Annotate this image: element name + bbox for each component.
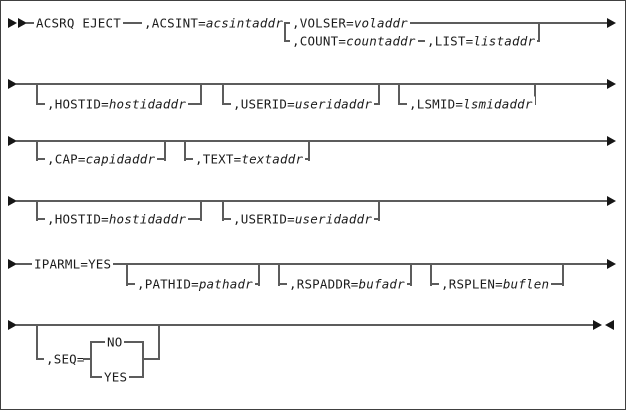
keyword-text: NO	[107, 334, 123, 350]
syntax-keyword-acsrq-eject: ACSRQ EJECT	[34, 15, 123, 31]
rail-corner	[538, 22, 540, 42]
line-start-icon	[8, 196, 17, 206]
diagram-start-icon	[18, 18, 27, 28]
variable-text: useridaddr	[294, 96, 373, 112]
rail-corner	[36, 200, 38, 221]
keyword-text: ,HOSTID=	[47, 96, 109, 112]
rail-corner	[398, 83, 400, 105]
line-start-icon	[8, 320, 17, 330]
syntax-keyword-iparml-yes: IPARML=YES	[32, 256, 114, 272]
syntax-param-pathid: ,PATHID=pathadr	[135, 276, 255, 292]
rail-corner	[36, 324, 38, 360]
syntax-choice-no: NO	[105, 334, 125, 350]
keyword-text: ,COUNT=	[292, 33, 347, 49]
syntax-keyword-seq: ,SEQ=	[44, 351, 87, 367]
syntax-param-hostid: ,HOSTID=hostidaddr	[45, 96, 189, 112]
syntax-param-count: ,COUNT=countaddr	[290, 33, 418, 49]
keyword-text: ,USERID=	[233, 211, 295, 227]
rail-corner	[200, 83, 202, 105]
rail-corner	[184, 140, 186, 161]
line-continue-icon	[607, 259, 616, 269]
rail-corner	[164, 140, 166, 161]
rail-corner	[90, 341, 92, 378]
rail-line	[36, 358, 50, 360]
rail-line	[16, 83, 608, 85]
line-continue-icon	[607, 79, 616, 89]
rail-corner	[36, 140, 38, 161]
keyword-text: ,ACSINT=	[144, 15, 206, 31]
syntax-param-userid: ,USERID=useridaddr	[231, 96, 375, 112]
rail-corner	[200, 200, 202, 221]
diagram-end-icon	[593, 320, 602, 330]
variable-text: buflen	[502, 276, 550, 292]
rail-corner	[562, 263, 564, 286]
variable-text: voladdr	[353, 15, 408, 31]
variable-text: useridaddr	[294, 211, 373, 227]
rail-corner	[258, 263, 260, 286]
rail-corner	[222, 200, 224, 221]
line-continue-icon	[607, 196, 616, 206]
keyword-text: YES	[104, 369, 128, 385]
keyword-text: ,SEQ=	[46, 351, 85, 367]
rail-corner	[430, 263, 432, 286]
rail-corner	[126, 263, 128, 286]
variable-text: textaddr	[241, 151, 304, 167]
keyword-text: ,RSPLEN=	[441, 276, 503, 292]
rail-line	[142, 358, 160, 360]
syntax-param-hostid: ,HOSTID=hostidaddr	[45, 211, 189, 227]
syntax-param-list: ,LIST=listaddr	[425, 33, 538, 49]
variable-text: hostidaddr	[108, 211, 187, 227]
rail-corner	[158, 324, 160, 360]
variable-text: lsmidaddr	[463, 96, 533, 112]
variable-text: pathadr	[198, 276, 253, 292]
rail-corner	[378, 83, 380, 105]
rail-line	[16, 324, 594, 326]
syntax-choice-yes: YES	[102, 369, 130, 385]
keyword-text: ,CAP=	[47, 151, 86, 167]
keyword-text: ,TEXT=	[195, 151, 242, 167]
line-start-icon	[8, 79, 17, 89]
line-start-icon	[8, 136, 17, 146]
rail-line	[83, 358, 92, 360]
rail-corner	[378, 200, 380, 221]
diagram-end-icon	[605, 320, 614, 330]
rail-line	[16, 263, 608, 265]
line-continue-icon	[607, 18, 616, 28]
syntax-param-lsmid: ,LSMID=lsmidaddr	[407, 96, 535, 112]
syntax-param-userid: ,USERID=useridaddr	[231, 211, 375, 227]
keyword-text: ,RSPADDR=	[289, 276, 359, 292]
rail-corner	[36, 83, 38, 105]
rail-line	[16, 200, 608, 202]
variable-text: countaddr	[346, 33, 416, 49]
keyword-text: IPARML=YES	[34, 256, 112, 272]
syntax-param-rspaddr: ,RSPADDR=bufadr	[287, 276, 407, 292]
keyword-text: ,PATHID=	[137, 276, 199, 292]
rail-corner	[308, 140, 310, 161]
rail-line	[16, 140, 608, 142]
rail-corner	[278, 263, 280, 286]
keyword-text: ,VOLSER=	[292, 15, 354, 31]
rail-corner	[284, 22, 286, 42]
syntax-param-rsplen: ,RSPLEN=buflen	[439, 276, 552, 292]
variable-text: capidaddr	[85, 151, 156, 167]
syntax-param-text: ,TEXT=textaddr	[193, 151, 306, 167]
line-start-icon	[8, 259, 17, 269]
variable-text: acsintaddr	[205, 15, 284, 31]
rail-corner	[410, 263, 412, 286]
variable-text: hostidaddr	[108, 96, 187, 112]
variable-text: listaddr	[473, 33, 536, 49]
keyword-text: ,LSMID=	[409, 96, 464, 112]
diagram-start-icon	[8, 18, 17, 28]
rail-corner	[222, 83, 224, 105]
keyword-text: ,LIST=	[427, 33, 474, 49]
syntax-param-cap: ,CAP=capidaddr	[45, 151, 158, 167]
syntax-param-volser: ,VOLSER=voladdr	[290, 15, 410, 31]
line-continue-icon	[607, 136, 616, 146]
variable-text: bufadr	[358, 276, 405, 292]
syntax-param-acsint: ,ACSINT=acsintaddr	[142, 15, 286, 31]
keyword-text: ,USERID=	[233, 96, 295, 112]
keyword-text: ,HOSTID=	[47, 211, 109, 227]
keyword-text: ACSRQ EJECT	[36, 15, 121, 31]
rail-corner	[534, 83, 536, 105]
